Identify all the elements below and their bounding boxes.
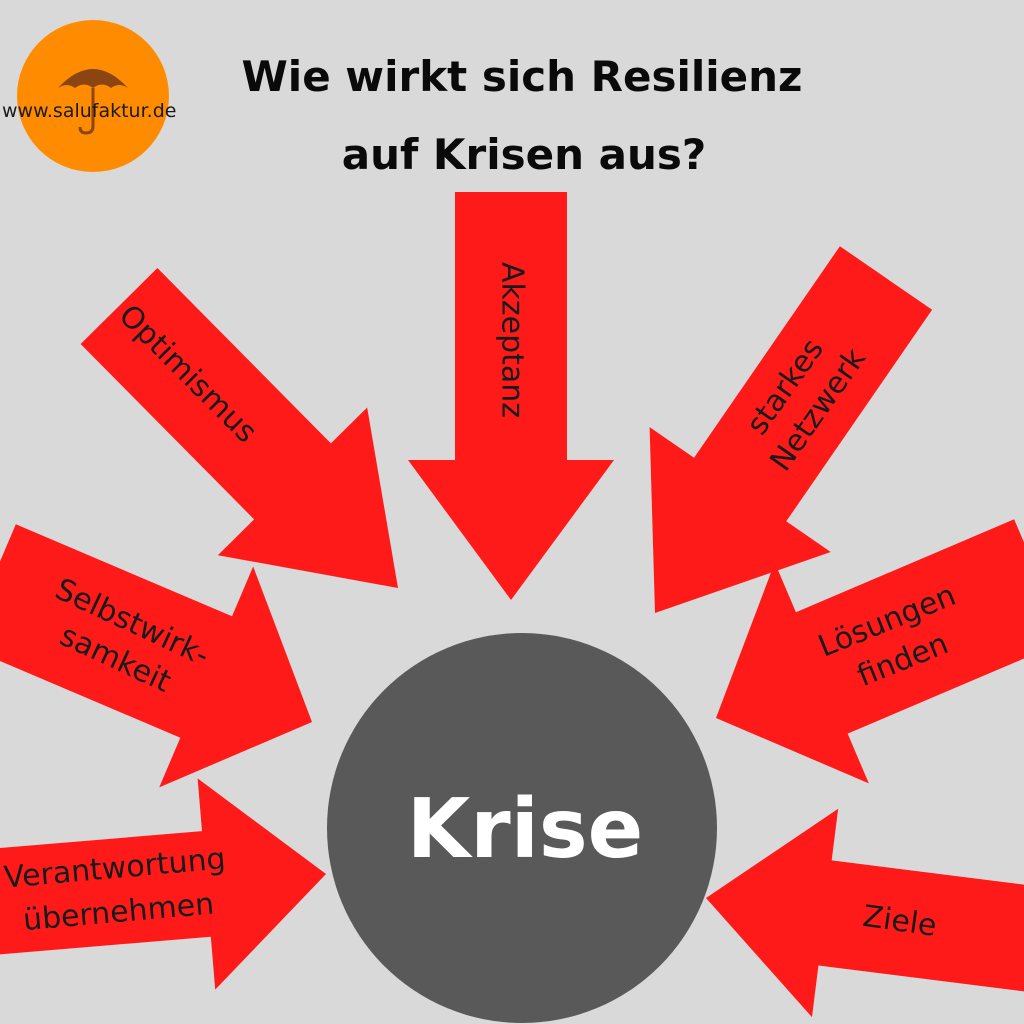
- center-label: Krise: [407, 782, 644, 877]
- arrow-ziele: Ziele: [705, 808, 1024, 1018]
- title-line-1: Wie wirkt sich Resilienz: [241, 52, 802, 101]
- arrow-label-akzeptanz: Akzeptanz: [495, 262, 530, 418]
- center-circle: [327, 633, 717, 1023]
- arrow-shape-selbstwirksamkeit: [0, 524, 313, 788]
- arrow-akzeptanz: Akzeptanz: [408, 192, 614, 600]
- arrow-shape-optimismus: [80, 268, 398, 588]
- arrow-shape-netzwerk: [649, 246, 933, 613]
- center-node: Krise: [327, 633, 717, 1023]
- logo-text: www.salufaktur.de: [2, 100, 176, 122]
- arrow-shape-loesungen: [716, 519, 1024, 784]
- title-line-2: auf Krisen aus?: [342, 130, 706, 179]
- arrow-shape-ziele: [705, 808, 1024, 1018]
- logo: www.salufaktur.de: [2, 20, 176, 172]
- arrow-shape-akzeptanz: [408, 192, 614, 600]
- umbrella-icon: [58, 69, 128, 135]
- arrow-shape-verantwortung: [0, 778, 326, 990]
